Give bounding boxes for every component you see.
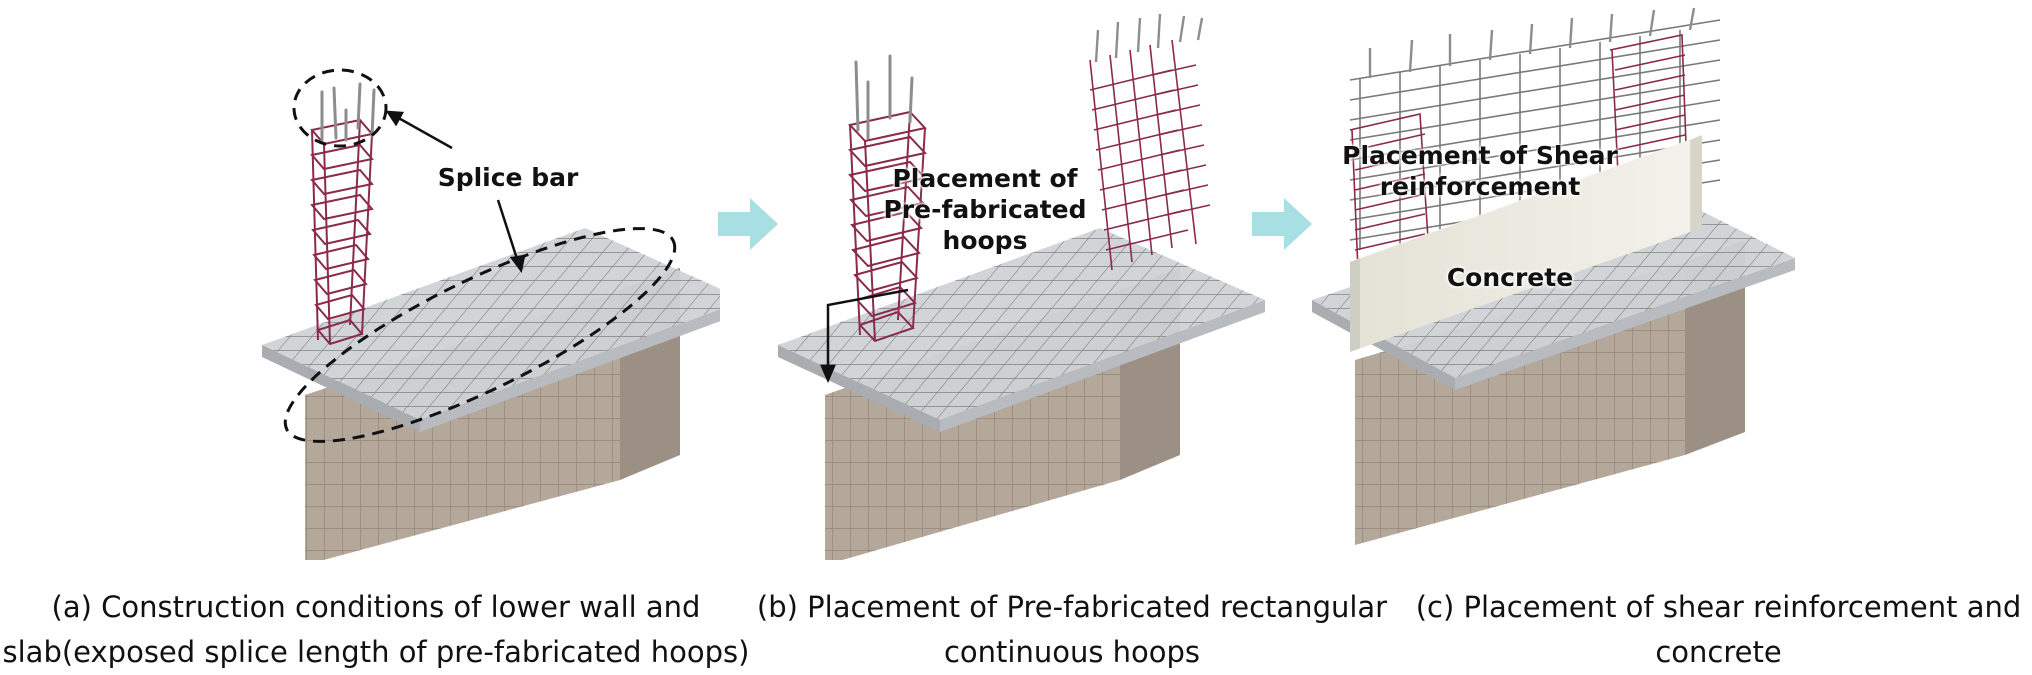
label-placement-shear: Placement of Shear reinforcement: [1342, 141, 1618, 201]
panel-b-illustration: [778, 13, 1265, 560]
transition-arrow-icon: [718, 198, 778, 250]
slab: [262, 228, 720, 432]
label-placement-hoops: Placement of Pre-fabricated hoops: [883, 164, 1087, 255]
label-concrete: Concrete: [1446, 263, 1574, 292]
label-splice-bar: Splice bar: [437, 163, 579, 192]
hoop-column: [310, 82, 376, 346]
pointer-arrow-icon: [820, 288, 909, 384]
shear-reinforcement: [1349, 7, 1721, 271]
panel-c-illustration: [1312, 7, 1795, 545]
caption-c: (c) Placement of shear reinforcement and…: [1415, 590, 2022, 669]
dashed-ellipse-icon: [283, 227, 677, 443]
dashed-ellipse-icon: [292, 68, 388, 148]
pointer-arrow-icon: [385, 110, 526, 273]
caption-a: (a) Construction conditions of lower wal…: [2, 590, 750, 669]
hoop-column-left: [848, 54, 927, 343]
caption-b: (b) Placement of Pre-fabricated rectangu…: [756, 590, 1388, 669]
panel-a-illustration: [262, 68, 720, 560]
slab: [778, 228, 1265, 432]
hoop-column-right: [1089, 13, 1211, 271]
transition-arrow-icon: [1252, 198, 1312, 250]
concrete-wall: [1350, 135, 1702, 352]
